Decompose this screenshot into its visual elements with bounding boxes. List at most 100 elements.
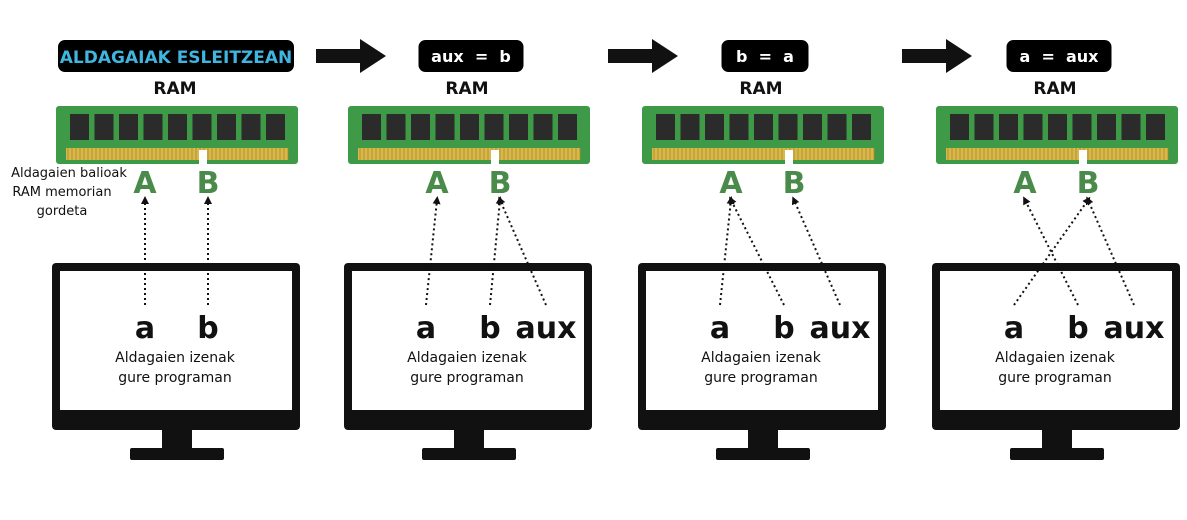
screen-caption-line-1: Aldagaien izenak bbox=[995, 350, 1116, 366]
monitor-screen bbox=[940, 271, 1172, 410]
ram-chip bbox=[680, 114, 700, 140]
ram-chip bbox=[999, 114, 1018, 140]
ram-stick-icon bbox=[56, 106, 298, 164]
ram-pins bbox=[358, 148, 580, 160]
variable-a: a bbox=[1004, 311, 1024, 346]
ram-notch bbox=[491, 150, 499, 164]
ram-chip bbox=[362, 114, 381, 140]
monitor-icon bbox=[638, 263, 886, 460]
ram-chip bbox=[729, 114, 749, 140]
ram-pins bbox=[652, 148, 874, 160]
ram-stick-icon bbox=[348, 106, 590, 164]
ram-chip bbox=[241, 114, 261, 140]
reference-arrow-aux-to-b bbox=[497, 196, 547, 306]
ram-chip bbox=[1048, 114, 1067, 140]
title-badge: ALDAGAIAK ESLEITZEAN bbox=[58, 40, 294, 72]
ram-chip bbox=[484, 114, 504, 140]
code-badge: aux = b bbox=[418, 40, 524, 72]
ram-chip bbox=[656, 114, 675, 140]
ram-chip bbox=[950, 114, 969, 140]
code-badge: a = aux bbox=[1006, 40, 1112, 72]
ram-notch bbox=[199, 150, 207, 164]
step-arrow-icon bbox=[902, 39, 972, 73]
screen-caption-line-1: Aldagaien izenak bbox=[701, 350, 822, 366]
screen-caption-line-1: Aldagaien izenak bbox=[115, 350, 236, 366]
memory-slot-b: B bbox=[489, 166, 512, 201]
ram-chip bbox=[1072, 114, 1092, 140]
ram-chip bbox=[94, 114, 114, 140]
ram-chip bbox=[192, 114, 212, 140]
ram-chip bbox=[460, 114, 479, 140]
monitor-icon bbox=[52, 263, 300, 460]
code-badge-text: aux = b bbox=[431, 47, 511, 66]
reference-arrow-aux-to-b bbox=[791, 196, 841, 306]
memory-slot-a: A bbox=[425, 166, 449, 201]
code-badge-bg bbox=[418, 40, 524, 72]
monitor-neck bbox=[454, 430, 484, 450]
variable-aux: aux bbox=[810, 311, 871, 346]
variable-b: b bbox=[479, 311, 500, 346]
memory-slot-a: A bbox=[133, 166, 157, 201]
memory-note: Aldagaien balioak RAM memorian gordeta bbox=[11, 166, 127, 219]
reference-arrow-a-to-b bbox=[1013, 196, 1091, 306]
ram-chip bbox=[1023, 114, 1043, 140]
ram-chip bbox=[70, 114, 89, 140]
ram-chip bbox=[509, 114, 528, 140]
code-badge-text: b = a bbox=[736, 47, 794, 66]
ram-chip bbox=[119, 114, 138, 140]
code-badge-bg bbox=[721, 40, 809, 72]
ram-chip bbox=[533, 114, 553, 140]
ram-chip bbox=[803, 114, 822, 140]
memory-note-line-3: gordeta bbox=[37, 204, 88, 219]
ram-chip bbox=[778, 114, 798, 140]
monitor-icon bbox=[932, 263, 1180, 460]
ram-chip bbox=[217, 114, 236, 140]
monitor-screen bbox=[352, 271, 584, 410]
ram-chip bbox=[754, 114, 773, 140]
ram-chip bbox=[558, 114, 577, 140]
memory-slot-b: B bbox=[783, 166, 806, 201]
ram-pins bbox=[66, 148, 288, 160]
monitor-neck bbox=[162, 430, 192, 450]
ram-label: RAM bbox=[445, 79, 488, 99]
memory-note-line-1: Aldagaien balioak bbox=[11, 166, 127, 181]
ram-notch bbox=[1079, 150, 1087, 164]
memory-note-line-2: RAM memorian bbox=[12, 185, 111, 200]
monitor-neck bbox=[1042, 430, 1072, 450]
monitor-base bbox=[716, 448, 810, 460]
ram-chip bbox=[411, 114, 430, 140]
memory-slot-a: A bbox=[719, 166, 743, 201]
variable-b: b bbox=[773, 311, 794, 346]
ram-chip bbox=[1097, 114, 1116, 140]
ram-pins bbox=[946, 148, 1168, 160]
ram-label: RAM bbox=[153, 79, 196, 99]
monitor-screen bbox=[60, 271, 292, 410]
memory-slot-b: B bbox=[1077, 166, 1100, 201]
screen-caption-line-2: gure programan bbox=[410, 370, 523, 386]
variable-a: a bbox=[135, 311, 155, 346]
ram-chip bbox=[266, 114, 285, 140]
screen-caption-line-2: gure programan bbox=[998, 370, 1111, 386]
ram-label: RAM bbox=[739, 79, 782, 99]
title-text: ALDAGAIAK ESLEITZEAN bbox=[60, 48, 293, 68]
code-badge-text: a = aux bbox=[1020, 47, 1100, 66]
monitor-screen bbox=[646, 271, 878, 410]
ram-chip bbox=[386, 114, 406, 140]
step-arrow-icon bbox=[316, 39, 386, 73]
variable-a: a bbox=[710, 311, 730, 346]
code-badge: b = a bbox=[721, 40, 809, 72]
reference-arrow-aux-to-b bbox=[1085, 196, 1135, 306]
ram-chip bbox=[143, 114, 163, 140]
ram-chip bbox=[1121, 114, 1141, 140]
variable-aux: aux bbox=[1104, 311, 1165, 346]
ram-chip bbox=[852, 114, 871, 140]
monitor-icon bbox=[344, 263, 592, 460]
ram-chip bbox=[168, 114, 187, 140]
ram-stick-icon bbox=[642, 106, 884, 164]
code-badge-bg bbox=[1006, 40, 1112, 72]
variable-b: b bbox=[197, 311, 218, 346]
